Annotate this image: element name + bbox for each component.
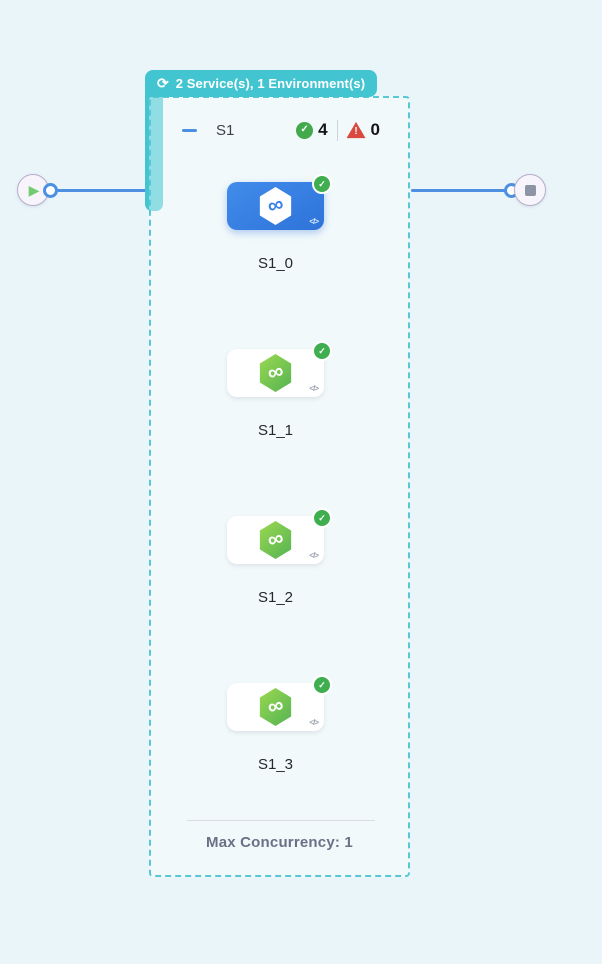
service-node-group: ∞ </> ✓ S1_1 [227, 341, 332, 439]
footer-divider [187, 820, 375, 821]
service-hexagon-icon: ∞ [259, 187, 292, 225]
connector-line-right [411, 188, 507, 192]
services-environments-badge: ⟳ 2 Service(s), 1 Environment(s) [145, 70, 378, 97]
service-card-s1-3[interactable]: ∞ </> ✓ [227, 675, 332, 731]
counts-divider [336, 119, 338, 141]
max-concurrency-label: Max Concurrency: 1 [206, 834, 353, 851]
success-count: 4 [318, 120, 328, 139]
code-icon: </> [309, 718, 319, 727]
node-label: S1_3 [257, 756, 294, 773]
node-label: S1_0 [257, 255, 294, 272]
status-counts: ✓ 4 ! 0 [296, 119, 380, 141]
stage-group: S1 ✓ 4 ! 0 ∞ </> ✓ S1_0 [149, 96, 410, 877]
success-status-badge: ✓ [312, 341, 332, 361]
warning-exclamation: ! [354, 125, 358, 137]
collapse-minus-icon[interactable] [182, 128, 197, 132]
service-hexagon-icon: ∞ [259, 521, 292, 559]
start-connector-dot [43, 182, 58, 198]
service-node-group: ∞ </> ✓ S1_2 [227, 508, 332, 606]
connector-line-left [52, 188, 152, 192]
service-hexagon-icon: ∞ [259, 688, 292, 726]
end-node [514, 174, 546, 206]
service-hexagon-icon: ∞ [259, 354, 292, 392]
success-check-icon: ✓ [296, 121, 314, 139]
stop-icon [524, 184, 536, 196]
service-card-s1-2[interactable]: ∞ </> ✓ [227, 508, 332, 564]
stage-header: S1 ✓ 4 ! 0 [151, 118, 408, 142]
service-card-s1-1[interactable]: ∞ </> ✓ [227, 341, 332, 397]
infinity-icon: ∞ [264, 357, 286, 386]
warning-triangle-icon: ! [346, 121, 366, 139]
service-node-group: ∞ </> ✓ S1_3 [227, 675, 332, 773]
error-count: 0 [370, 120, 380, 139]
service-card-s1-0[interactable]: ∞ </> ✓ [227, 174, 332, 230]
loop-icon: ⟳ [157, 74, 169, 91]
infinity-icon: ∞ [264, 190, 286, 219]
success-status-badge: ✓ [312, 174, 332, 194]
success-status-badge: ✓ [312, 675, 332, 695]
code-icon: </> [309, 384, 319, 393]
play-icon: ▶ [28, 182, 40, 198]
code-icon: </> [309, 217, 319, 226]
code-icon: </> [309, 551, 319, 560]
node-label: S1_1 [257, 422, 294, 439]
infinity-icon: ∞ [264, 524, 286, 553]
service-node-group: ∞ </> ✓ S1_0 [227, 174, 332, 272]
badge-label: 2 Service(s), 1 Environment(s) [175, 76, 366, 91]
node-label: S1_2 [257, 589, 294, 606]
infinity-icon: ∞ [264, 691, 286, 720]
stage-title: S1 [216, 121, 235, 139]
success-status-badge: ✓ [312, 508, 332, 528]
